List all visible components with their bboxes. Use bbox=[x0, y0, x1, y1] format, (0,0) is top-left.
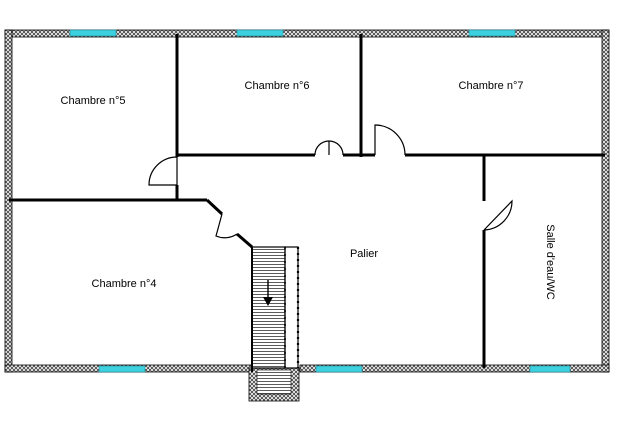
label-chambre4: Chambre n°4 bbox=[92, 278, 157, 290]
label-chambre6: Chambre n°6 bbox=[245, 80, 310, 92]
doors bbox=[148, 124, 513, 239]
wall-diagonal-a bbox=[205, 198, 224, 216]
stair-arrow-head bbox=[263, 297, 273, 306]
label-palier: Palier bbox=[350, 248, 378, 260]
interior-walls bbox=[9, 34, 605, 368]
staircase bbox=[251, 246, 300, 372]
window-bottom-1 bbox=[98, 365, 146, 373]
wall-diagonal-b bbox=[236, 232, 253, 249]
label-chambre5: Chambre n°5 bbox=[61, 95, 126, 107]
window-bottom-2 bbox=[315, 365, 363, 373]
door-chambre4 bbox=[215, 213, 238, 239]
wall-right bbox=[601, 29, 610, 373]
door-salle-eau bbox=[483, 199, 513, 231]
window-bottom-3 bbox=[529, 365, 571, 373]
window-top-3 bbox=[468, 29, 516, 37]
label-chambre7: Chambre n°7 bbox=[459, 80, 524, 92]
window-top-2 bbox=[236, 29, 284, 37]
room-labels: Chambre n°5 Chambre n°6 Chambre n°7 Cham… bbox=[61, 80, 556, 300]
stair-treads bbox=[251, 246, 286, 369]
stair-bump-inner bbox=[256, 369, 292, 395]
door-chambre7 bbox=[374, 124, 406, 156]
label-salle-eau: Salle d'eau/WC bbox=[544, 224, 556, 300]
windows bbox=[69, 29, 571, 373]
stair-rail bbox=[284, 246, 299, 369]
door-chambre5 bbox=[148, 156, 178, 186]
wall-bottom-right bbox=[299, 364, 610, 373]
window-top-1 bbox=[69, 29, 117, 37]
